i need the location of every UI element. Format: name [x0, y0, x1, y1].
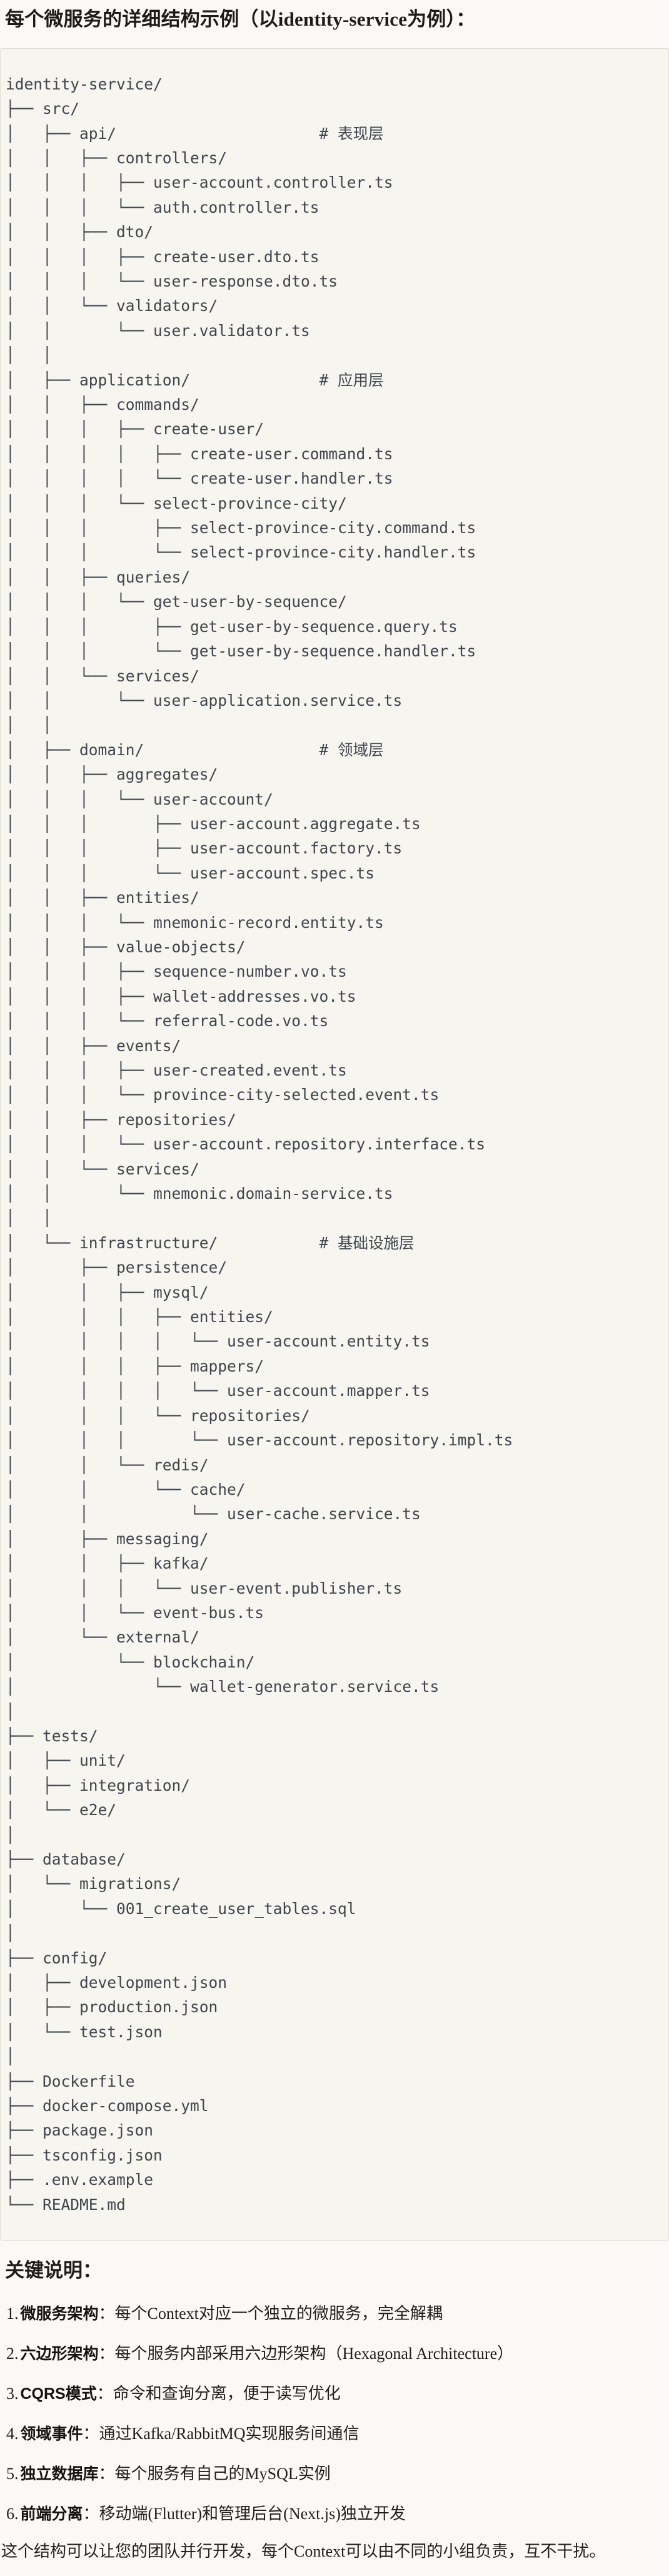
note-desc: ：每个服务内部采用六边形架构（Hexagonal Architecture） [98, 2344, 514, 2363]
note-desc: ：每个Context对应一个独立的微服务，完全解耦 [98, 2304, 443, 2323]
note-item-domain-events: 4.领域事件：通过Kafka/RabbitMQ实现服务间通信 [6, 2422, 663, 2446]
file-tree: identity-service/ ├── src/ │ ├── api/ # … [6, 74, 513, 2214]
note-term: CQRS模式 [20, 2385, 97, 2403]
note-term: 微服务架构 [20, 2305, 99, 2323]
page-title: 每个微服务的详细结构示例（以identity-service为例）： [5, 8, 476, 30]
note-number: 4. [6, 2425, 19, 2443]
note-item-cqrs: 3.CQRS模式：命令和查询分离，便于读写优化 [6, 2382, 663, 2406]
note-desc: ：移动端(Flutter)和管理后台(Next.js)独立开发 [83, 2505, 406, 2523]
note-term: 六边形架构 [20, 2345, 99, 2363]
note-number: 2. [6, 2344, 19, 2363]
closing-paragraph: 这个结构可以让您的团队并行开发，每个Context可以由不同的小组负责，互不干扰… [1, 2542, 606, 2561]
notes-list: 1.微服务架构：每个Context对应一个独立的微服务，完全解耦 2.六边形架构… [0, 2302, 669, 2526]
note-desc: ：命令和查询分离，便于读写优化 [96, 2385, 341, 2403]
tree-codeblock: identity-service/ ├── src/ │ ├── api/ # … [0, 48, 669, 2241]
note-desc: ：每个服务有自己的MySQL实例 [98, 2465, 331, 2483]
note-number: 5. [6, 2465, 19, 2483]
note-desc: ：通过Kafka/RabbitMQ实现服务间通信 [83, 2425, 360, 2443]
note-item-frontend-separation: 6.前端分离：移动端(Flutter)和管理后台(Next.js)独立开发 [6, 2502, 663, 2526]
note-item-independent-db: 5.独立数据库：每个服务有自己的MySQL实例 [6, 2462, 663, 2486]
note-number: 6. [6, 2505, 19, 2523]
note-item-microservices: 1.微服务架构：每个Context对应一个独立的微服务，完全解耦 [6, 2302, 663, 2326]
notes-heading: 关键说明： [5, 2259, 102, 2282]
note-term: 前端分离 [20, 2505, 83, 2523]
note-item-hexagonal: 2.六边形架构：每个服务内部采用六边形架构（Hexagonal Architec… [6, 2342, 663, 2366]
note-number: 1. [6, 2304, 19, 2323]
note-term: 领域事件 [20, 2425, 83, 2443]
note-number: 3. [6, 2385, 19, 2403]
note-term: 独立数据库 [20, 2465, 99, 2483]
